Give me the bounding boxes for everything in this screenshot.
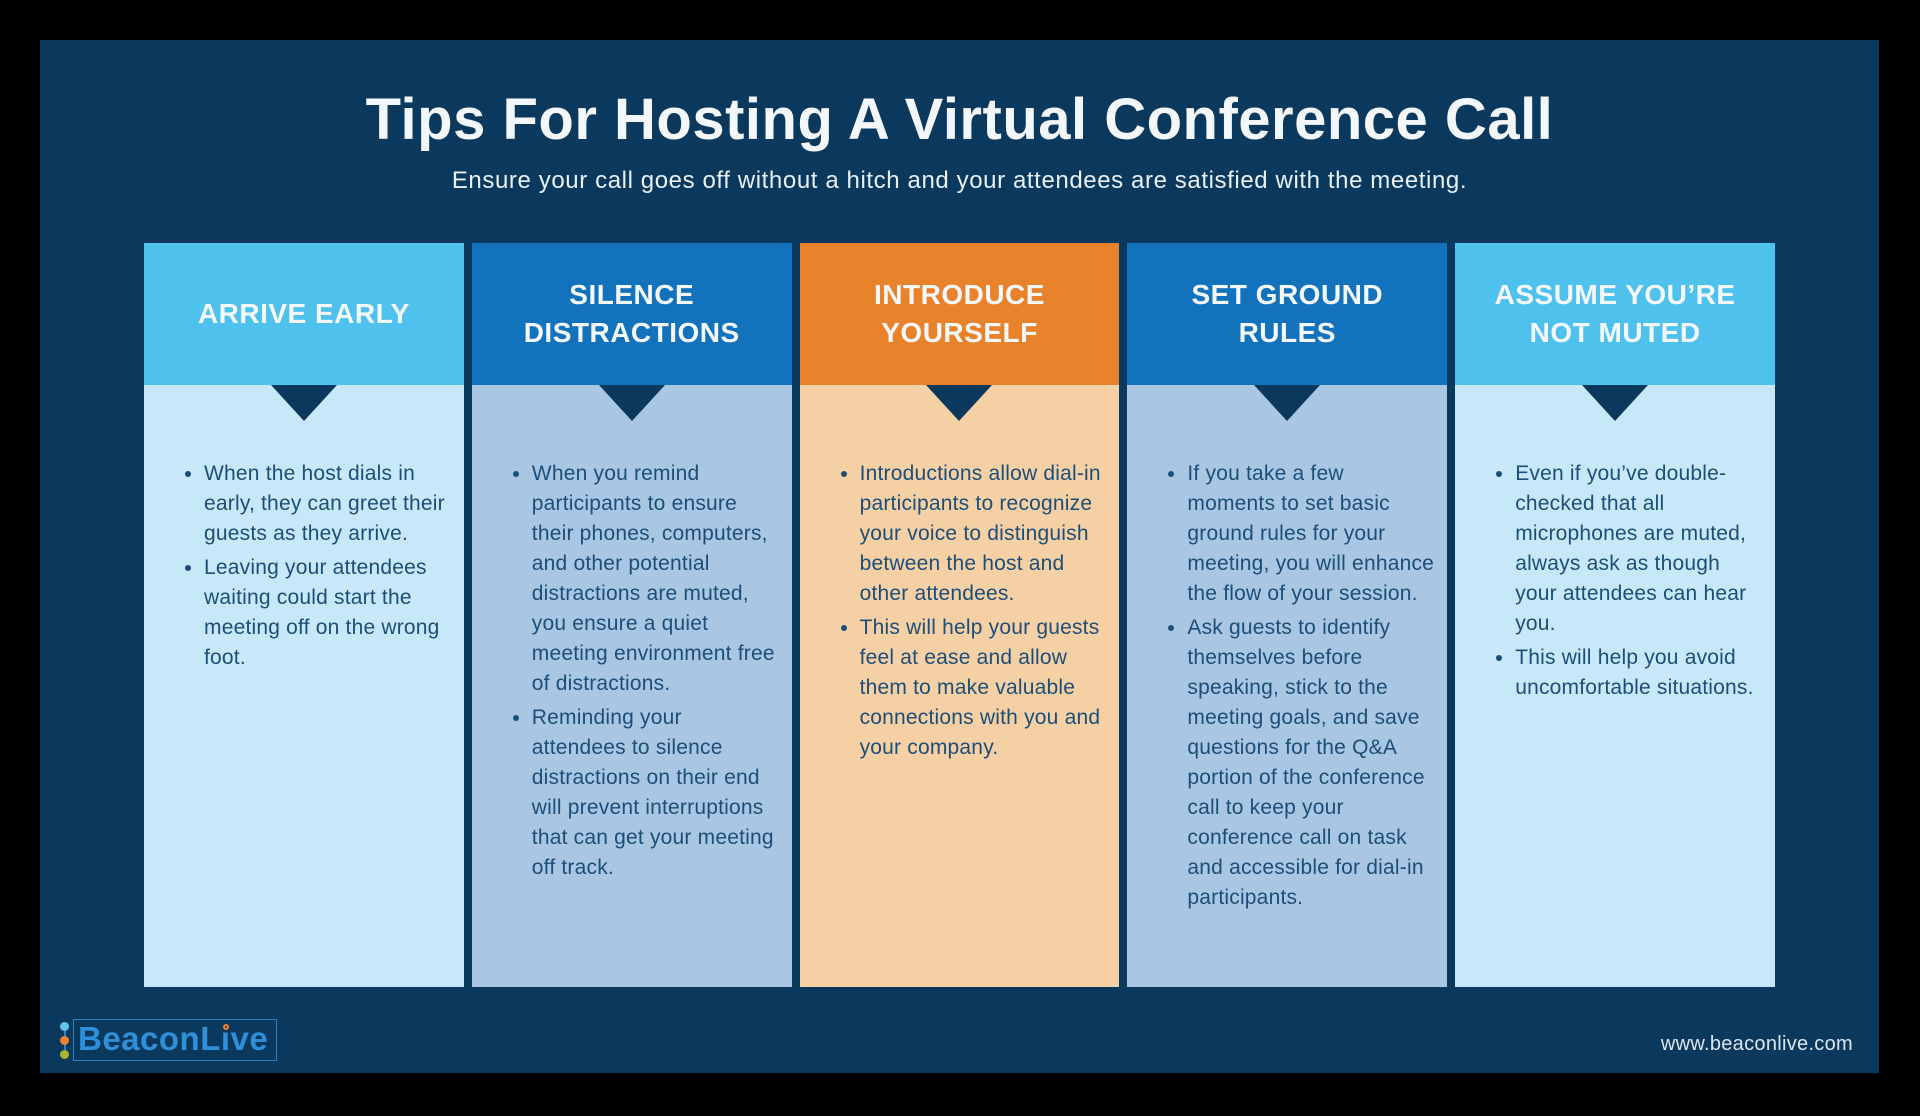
tip-item: Leaving your attendees waiting could sta… [204,553,454,673]
tip-card-header: SET GROUND RULES [1127,243,1448,385]
tip-item: Reminding your attendees to silence dist… [532,703,782,883]
tip-item: When you remind participants to ensure t… [532,459,782,699]
page-subtitle: Ensure your call goes off without a hitc… [451,167,1468,194]
beacon-dots-icon [60,1021,70,1059]
tip-list: When you remind participants to ensure t… [498,459,782,883]
triangle-down-icon [1254,385,1321,421]
website-url: www.beaconlive.com [1660,1033,1853,1055]
tip-card-body: When the host dials in early, they can g… [144,385,464,987]
tip-list: If you take a few moments to set basic g… [1153,459,1437,913]
tip-card-header: INTRODUCE YOURSELF [799,243,1120,385]
tip-card-header: ARRIVE EARLY [144,243,464,385]
tip-card-header: ASSUME YOU’RE NOT MUTED [1455,243,1775,385]
tip-card-title: ARRIVE EARLY [197,298,410,329]
tip-card-body: Even if you’ve double-checked that all m… [1455,385,1775,987]
logo-i-dot-icon [222,1024,229,1030]
tip-card-header: SILENCE DISTRACTIONS [471,243,792,385]
tip-list: Introductions allow dial-in participants… [826,459,1110,763]
tip-card-title: ASSUME YOU’RE NOT MUTED [1494,279,1736,348]
beacon-dot-bottom-icon [60,1049,69,1059]
tip-item: If you take a few moments to set basic g… [1187,459,1437,609]
tip-card-body: If you take a few moments to set basic g… [1127,385,1448,987]
tip-card-title: SET GROUND RULES [1191,279,1384,348]
tip-card-set-ground-rules: SET GROUND RULES If you take a few momen… [1127,243,1448,987]
tip-item: This will help your guests feel at ease … [860,613,1110,763]
infographic-panel: Tips For Hosting A Virtual Conference Ca… [40,40,1879,1073]
triangle-down-icon [1582,385,1649,421]
tip-item: Introductions allow dial-in participants… [860,459,1110,609]
tip-card-silence-distractions: SILENCE DISTRACTIONS When you remind par… [471,243,792,987]
tip-card-body: Introductions allow dial-in participants… [799,385,1120,987]
tip-card-title: SILENCE DISTRACTIONS [523,279,740,348]
tip-list: Even if you’ve double-checked that all m… [1481,459,1765,703]
beacon-dot-top-icon [60,1021,69,1031]
tip-list: When the host dials in early, they can g… [170,459,454,673]
tip-card-title: INTRODUCE YOURSELF [874,279,1045,348]
beacon-dot-mid-icon [60,1035,69,1045]
page-title: Tips For Hosting A Virtual Conference Ca… [365,87,1554,152]
tip-card-body: When you remind participants to ensure t… [471,385,792,987]
tip-item: Even if you’ve double-checked that all m… [1515,459,1765,639]
tip-item: When the host dials in early, they can g… [204,459,454,549]
tip-card-assume-youre-not-muted: ASSUME YOU’RE NOT MUTED Even if you’ve d… [1455,243,1775,987]
tip-cards: ARRIVE EARLY When the host dials in earl… [144,243,1775,987]
tip-card-introduce-yourself: INTRODUCE YOURSELF Introductions allow d… [799,243,1120,987]
triangle-down-icon [598,385,665,421]
tip-card-arrive-early: ARRIVE EARLY When the host dials in earl… [144,243,464,987]
triangle-down-icon [926,385,993,421]
tip-item: This will help you avoid uncomfortable s… [1515,643,1765,703]
tip-item: Ask guests to identify themselves before… [1187,613,1437,913]
triangle-down-icon [270,385,337,421]
